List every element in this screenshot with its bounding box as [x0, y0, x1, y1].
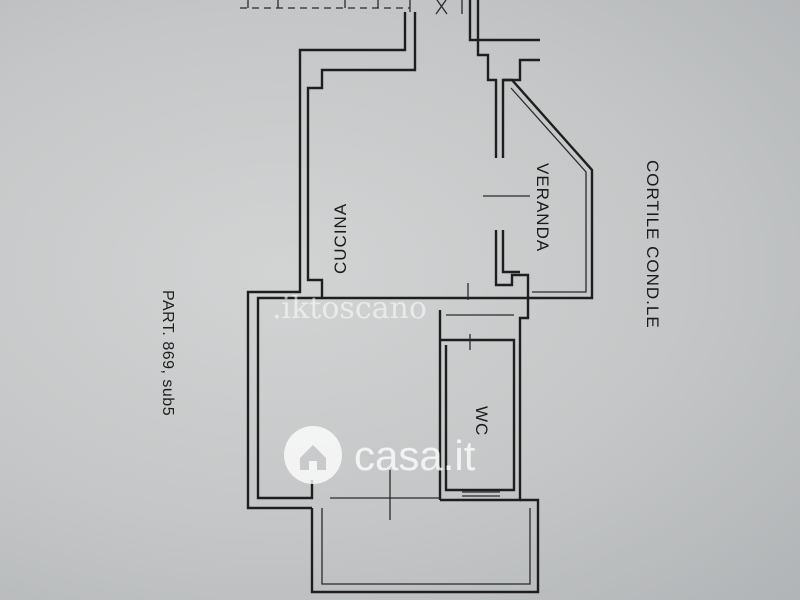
courtyard-label: CORTILE COND.LE	[643, 160, 662, 329]
lower-block-walls	[310, 283, 540, 594]
house-pin-icon	[284, 426, 342, 484]
parcel-label: PART. 869, sub5	[159, 290, 176, 416]
upper-walls	[246, 0, 540, 510]
veranda-walls	[483, 78, 594, 300]
watermark-brand: casa.it	[354, 432, 476, 479]
room-label-veranda: VERANDA	[533, 163, 552, 252]
watermark-small: .iktoscano	[272, 291, 427, 326]
top-dashed-structure	[240, 0, 471, 15]
room-label-cucina: CUCINA	[331, 203, 350, 274]
room-label-wc: WC	[472, 406, 491, 436]
